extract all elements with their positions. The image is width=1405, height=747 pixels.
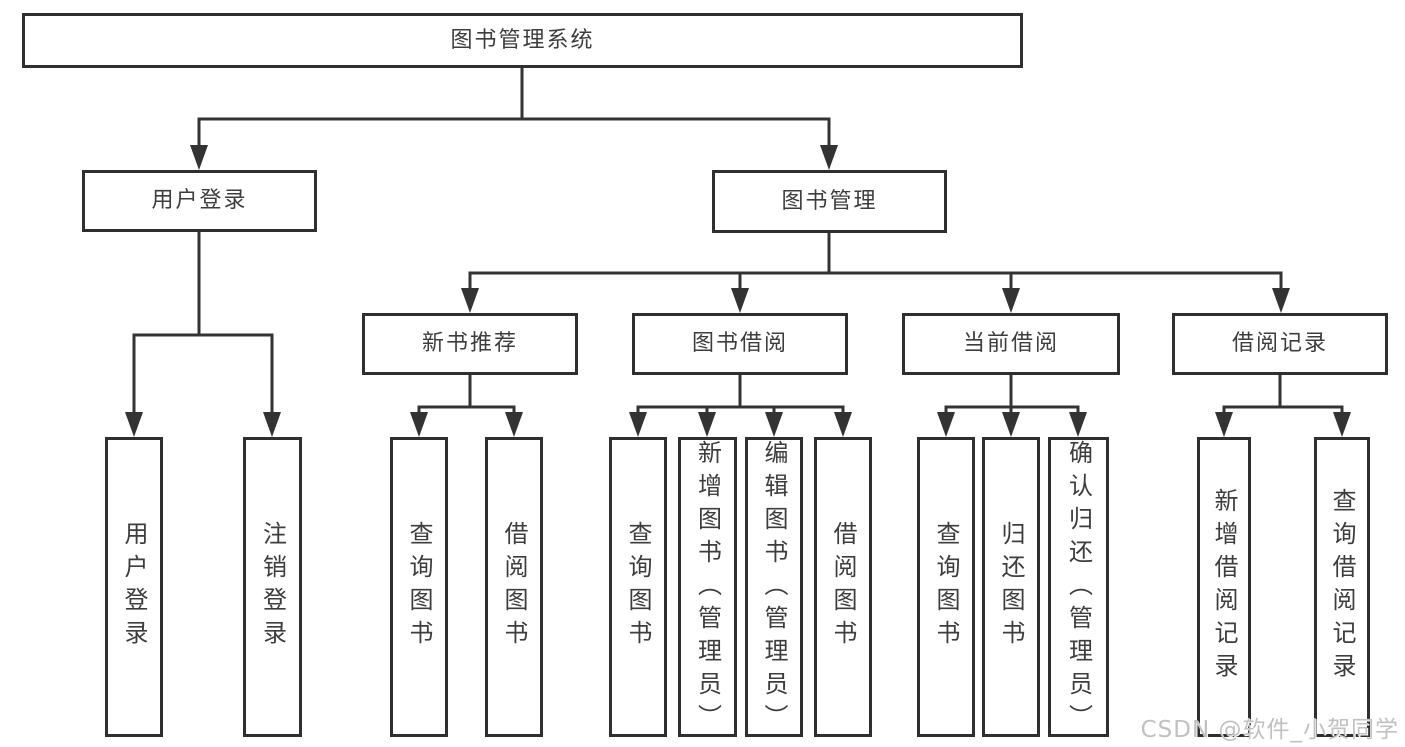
leaf-label: 查询图书 xyxy=(405,521,433,653)
leaf-label: 新增借阅记录 xyxy=(1210,488,1238,686)
leaf-label: 确认归还（管理员） xyxy=(1064,440,1093,737)
node-label: 用户登录 xyxy=(151,188,248,213)
node-borrow-record: 借阅记录 xyxy=(1172,313,1388,375)
leaf-borrow-books: 借阅图书 xyxy=(814,437,872,737)
node-label: 当前借阅 xyxy=(962,331,1059,356)
leaf-confirm-return-admin: 确认归还（管理员） xyxy=(1048,437,1109,737)
leaf-query-books: 查询图书 xyxy=(390,437,448,737)
leaf-query-books: 查询图书 xyxy=(917,437,975,737)
node-label: 图书借阅 xyxy=(691,331,788,356)
leaf-label: 查询图书 xyxy=(932,521,960,653)
node-label: 图书管理 xyxy=(781,188,878,214)
leaf-user-login: 用户登录 xyxy=(105,437,163,737)
csdn-watermark: CSDN @软件_小贺同学 xyxy=(1140,717,1399,743)
node-library-management-system: 图书管理系统 xyxy=(22,13,1023,68)
leaf-label: 注销登录 xyxy=(258,521,287,653)
leaf-edit-book-admin: 编辑图书（管理员） xyxy=(745,437,803,737)
leaf-label: 用户登录 xyxy=(120,521,148,653)
leaf-label: 借阅图书 xyxy=(829,521,857,653)
node-label: 图书管理系统 xyxy=(450,27,595,53)
leaf-borrow-books: 借阅图书 xyxy=(485,437,543,737)
leaf-label: 编辑图书（管理员） xyxy=(760,440,788,737)
leaf-query-books: 查询图书 xyxy=(609,437,667,737)
leaf-label: 借阅图书 xyxy=(500,521,528,653)
node-label: 新书推荐 xyxy=(421,331,518,356)
node-book-management: 图书管理 xyxy=(712,170,947,233)
leaf-logout-login: 注销登录 xyxy=(243,437,302,737)
node-book-borrow: 图书借阅 xyxy=(632,313,848,375)
leaf-add-borrow-record: 新增借阅记录 xyxy=(1197,437,1251,737)
leaf-add-book-admin: 新增图书（管理员） xyxy=(678,437,737,737)
node-user-login: 用户登录 xyxy=(82,170,317,232)
leaf-label: 新增图书（管理员） xyxy=(693,440,722,737)
node-current-borrow: 当前借阅 xyxy=(902,313,1120,375)
node-new-book-recommend: 新书推荐 xyxy=(362,313,578,375)
leaf-return-book: 归还图书 xyxy=(982,437,1040,737)
leaf-label: 查询图书 xyxy=(624,521,652,653)
node-label: 借阅记录 xyxy=(1231,331,1328,356)
leaf-query-borrow-record: 查询借阅记录 xyxy=(1314,437,1370,737)
leaf-label: 查询借阅记录 xyxy=(1328,488,1356,686)
leaf-label: 归还图书 xyxy=(997,521,1025,653)
